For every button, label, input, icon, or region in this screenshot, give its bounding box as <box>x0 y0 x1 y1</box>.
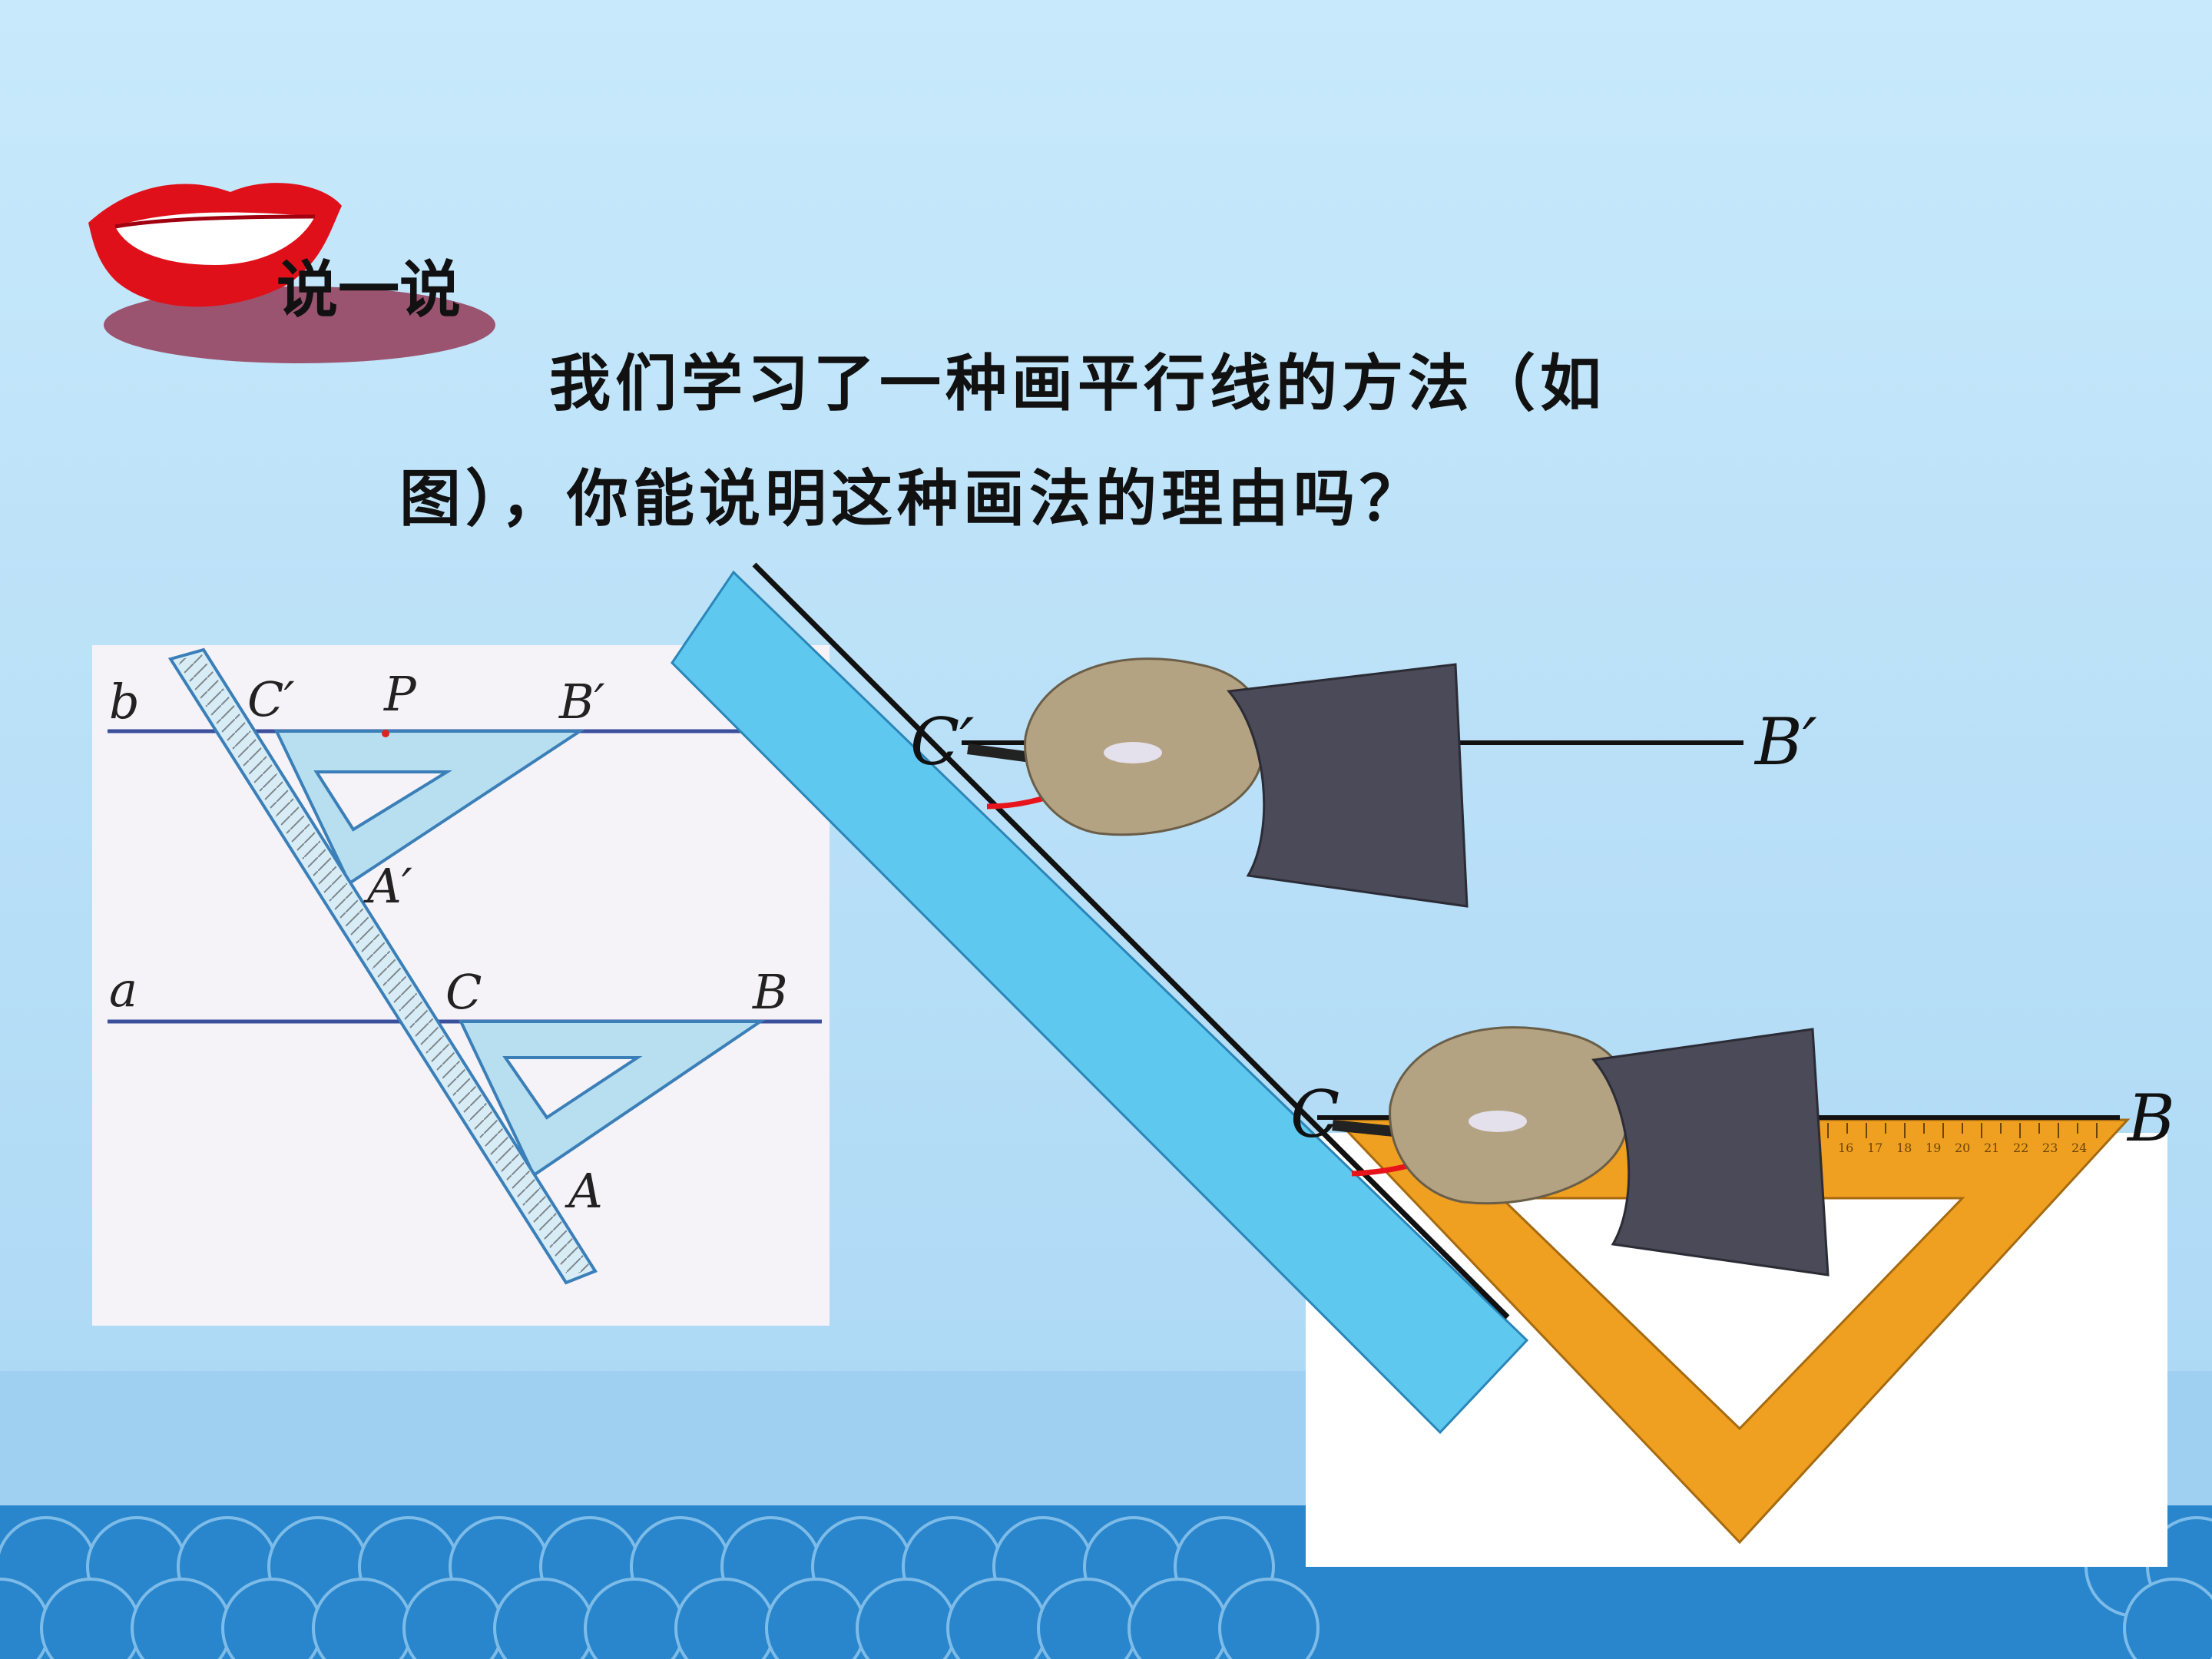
orange-set-square: 16 17 18 19 20 21 22 23 24 <box>1333 1118 2131 1545</box>
label-c-prime: C′ <box>247 671 295 727</box>
label-a: a <box>109 962 137 1018</box>
label-b: b <box>109 674 140 730</box>
wave-decoration <box>0 1505 2212 1659</box>
lower-hand-image <box>1332 1026 1830 1277</box>
label-c-prime-right: C′ <box>910 704 974 780</box>
tick-23: 23 <box>2042 1141 2058 1155</box>
label-p: P <box>383 666 417 722</box>
label-b-prime: B′ <box>558 674 605 730</box>
tick-16: 16 <box>1838 1141 1853 1155</box>
ruler-edge-line <box>752 562 1510 1320</box>
label-a-prime: A′ <box>363 858 412 914</box>
label-a-point: A <box>565 1163 603 1219</box>
right-figure: 16 17 18 19 20 21 22 23 24 <box>671 562 2175 1567</box>
label-b-right: B <box>2126 1081 2175 1156</box>
left-figure: b C′ P B′ A′ a C B A <box>92 645 830 1326</box>
question-line-2: 图），你能说明这种画法的理由吗？ <box>399 463 1426 535</box>
tick-18: 18 <box>1896 1141 1912 1155</box>
badge-label: 说一说 <box>276 254 461 326</box>
tick-17: 17 <box>1867 1141 1883 1155</box>
lips-icon <box>88 183 342 307</box>
tick-19: 19 <box>1926 1141 1941 1155</box>
label-c-right: C <box>1290 1077 1339 1152</box>
lower-set-square <box>458 1020 766 1177</box>
upper-hand-image <box>967 657 1469 908</box>
tick-22: 22 <box>2013 1141 2028 1155</box>
upper-set-square <box>273 730 585 886</box>
question-line-1: 我们学习了一种画平行线的方法（如 <box>549 348 1606 419</box>
label-b-point: B <box>752 964 788 1020</box>
point-p <box>382 730 389 737</box>
blue-ruler <box>671 570 1529 1435</box>
talk-badge: 说一说 <box>88 183 495 363</box>
tick-24: 24 <box>2071 1141 2087 1155</box>
hatched-ruler-pattern <box>177 654 591 1277</box>
set-square-ruler-scale <box>1827 1123 2098 1138</box>
tick-20: 20 <box>1955 1141 1970 1155</box>
label-c: C <box>445 964 482 1020</box>
label-b-prime-right: B′ <box>1753 704 1817 780</box>
tick-21: 21 <box>1984 1141 1999 1155</box>
